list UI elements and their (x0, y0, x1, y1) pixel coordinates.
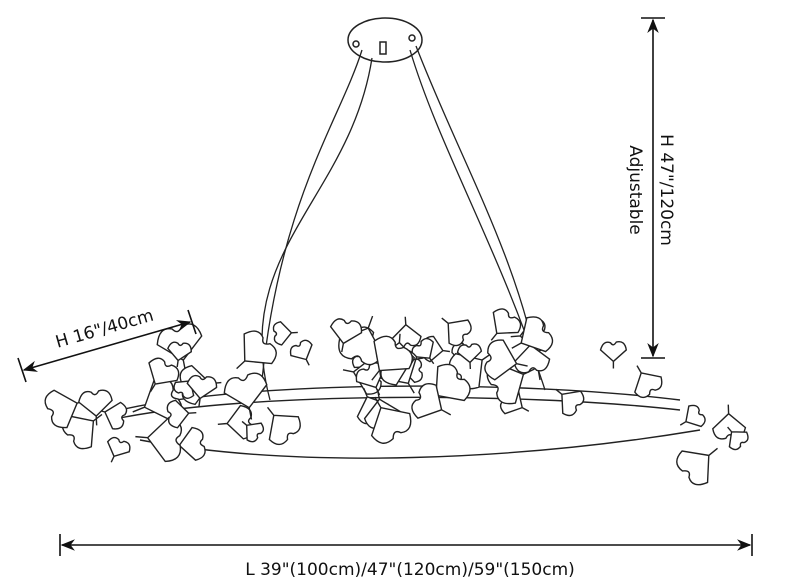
ginkgo-leaf (186, 374, 218, 407)
ginkgo-leaf (441, 317, 472, 347)
ginkgo-leaf (338, 315, 384, 366)
ginkgo-leaf (272, 321, 298, 346)
ginkgo-leaf (223, 372, 268, 420)
ginkgo-leaf (484, 339, 528, 381)
length-dimension (59, 534, 753, 556)
height-total-label: H 47"/120cm (656, 134, 676, 246)
ginkgo-leaf-cluster (44, 308, 749, 486)
ginkgo-leaf (289, 339, 313, 366)
fixture-height-label: H 16"/40cm (53, 306, 156, 353)
ginkgo-leaf (167, 341, 192, 368)
ginkgo-leaf (490, 308, 522, 341)
ginkgo-leaf (266, 406, 301, 446)
ginkgo-leaf (676, 447, 718, 486)
ginkgo-leaf (106, 436, 131, 463)
fixture-height-dimension (17, 309, 197, 383)
ginkgo-leaf (329, 318, 363, 353)
ginkgo-leaf (236, 330, 277, 370)
ginkgo-leaf (634, 365, 663, 399)
height-dimension (641, 17, 665, 359)
ginkgo-leaf (555, 388, 585, 417)
ginkgo-leaf (241, 420, 265, 443)
ginkgo-leaf (411, 337, 435, 365)
adjustable-label: Adjustable (625, 145, 645, 235)
ginkgo-leaf (456, 343, 483, 370)
ginkgo-leaf (511, 316, 554, 353)
ginkgo-leaf (371, 335, 413, 381)
ginkgo-leaf (599, 341, 628, 369)
ginkgo-leaf (727, 426, 749, 451)
ginkgo-leaf (166, 399, 197, 429)
ginkgo-leaf (679, 404, 706, 428)
ginkgo-leaf (77, 389, 113, 426)
ceiling-canopy (347, 17, 423, 63)
ginkgo-leaf (411, 383, 452, 419)
length-label: L 39"(100cm)/47"(120cm)/59"(150cm) (245, 560, 575, 580)
ginkgo-leaf (370, 396, 412, 444)
